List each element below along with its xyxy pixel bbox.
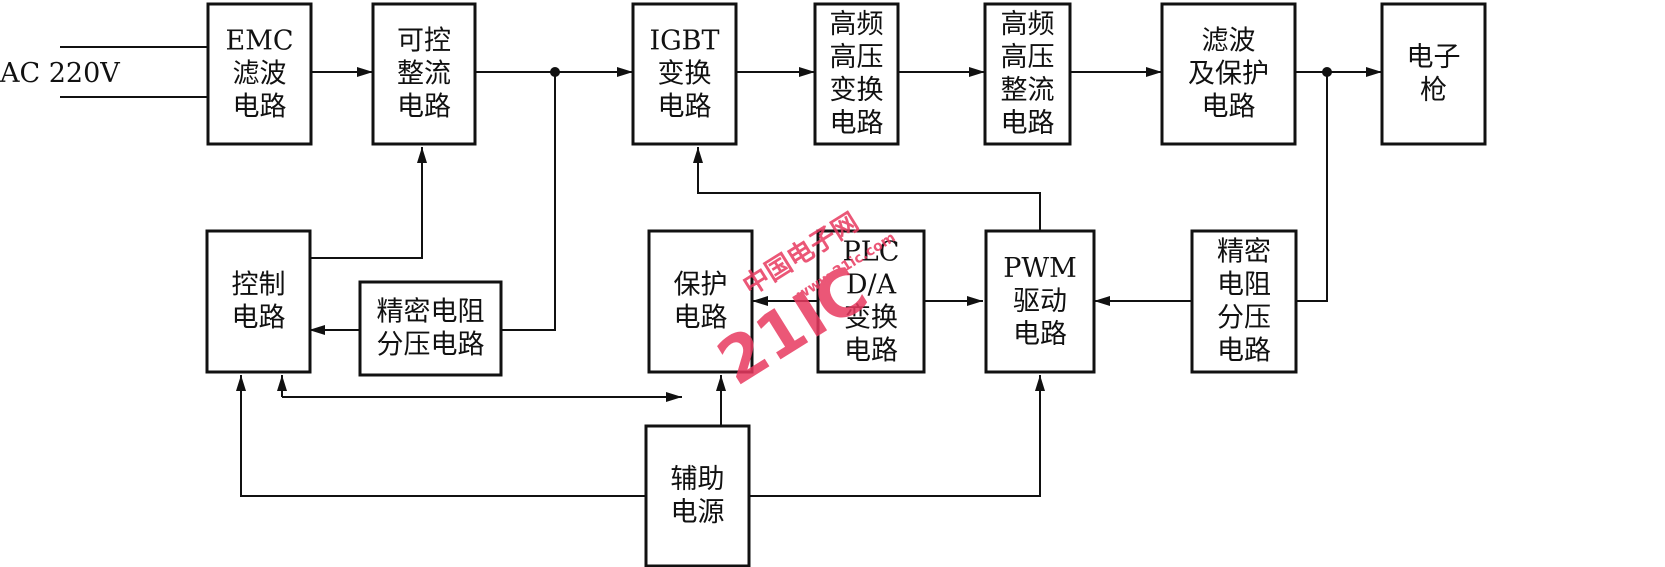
block-label-line: 枪 xyxy=(1420,75,1447,106)
wire-control-to-rectifier xyxy=(311,147,427,259)
block-label-line: 电路 xyxy=(232,303,286,334)
block-label-line: 变换 xyxy=(830,75,884,106)
block-label-line: IGBT xyxy=(649,26,719,57)
block-label-line: 电路 xyxy=(1013,319,1067,350)
block-label-line: 精密 xyxy=(1217,237,1271,268)
block-label-line: 滤波 xyxy=(1202,26,1256,57)
wire-aux-to-control xyxy=(236,375,646,497)
wire-junction-to-divider-left xyxy=(501,72,556,331)
block-label-line: PLC xyxy=(843,237,900,268)
block-label-line: PWM xyxy=(1003,253,1077,284)
wire-junction-to-divider-right xyxy=(1296,72,1328,302)
block-label-line: 电阻 xyxy=(1217,270,1271,301)
block-label-line: 高压 xyxy=(1001,42,1055,73)
block-label-line: 电源 xyxy=(671,497,725,528)
block-label-line: 精密电阻 xyxy=(377,297,485,328)
block-label-line: EMC xyxy=(225,26,293,57)
wire-aux-to-pwm xyxy=(749,375,1045,497)
block-label-line: 电路 xyxy=(1001,108,1055,139)
block-label-line: 高频 xyxy=(830,9,884,40)
wire-pwm-to-igbt xyxy=(693,147,1041,231)
block-label-line: 电路 xyxy=(397,92,451,123)
block-label-line: 电路 xyxy=(844,336,898,367)
block-label-line: 可控 xyxy=(397,26,451,57)
block-label-line: 高频 xyxy=(1001,9,1055,40)
block-label-line: 电路 xyxy=(658,92,712,123)
block-label-line: 电路 xyxy=(1217,336,1271,367)
block-label-line: 变换 xyxy=(658,59,712,90)
block-label-line: 变换 xyxy=(844,303,898,334)
block-label-line: 电路 xyxy=(830,108,884,139)
block-label-line: 驱动 xyxy=(1013,286,1067,317)
block-label-line: 电子 xyxy=(1407,42,1461,73)
block-electron-gun: 电子枪 xyxy=(1380,2,1487,146)
block-label-line: 电路 xyxy=(1202,92,1256,123)
block-label-line: 高压 xyxy=(830,42,884,73)
block-label-line: 电路 xyxy=(674,303,728,334)
block-label-line: 辅助 xyxy=(671,464,725,495)
block-label-line: 分压电路 xyxy=(377,330,485,361)
block-label-line: 整流 xyxy=(1001,75,1055,106)
block-label-line: 保护 xyxy=(674,270,728,301)
block-label-line: 滤波 xyxy=(233,59,287,90)
block-label-line: 及保护 xyxy=(1188,59,1269,90)
wires xyxy=(60,46,1382,497)
ac-input-label: AC 220V xyxy=(0,58,120,89)
block-label-line: 控制 xyxy=(232,270,286,301)
block-label-line: D/A xyxy=(846,270,897,301)
block-label-line: 电路 xyxy=(233,92,287,123)
block-label-line: 整流 xyxy=(397,59,451,90)
junction-dot-right xyxy=(1322,67,1332,77)
block-label-line: 分压 xyxy=(1217,303,1271,334)
junction-dot-left xyxy=(550,67,560,77)
